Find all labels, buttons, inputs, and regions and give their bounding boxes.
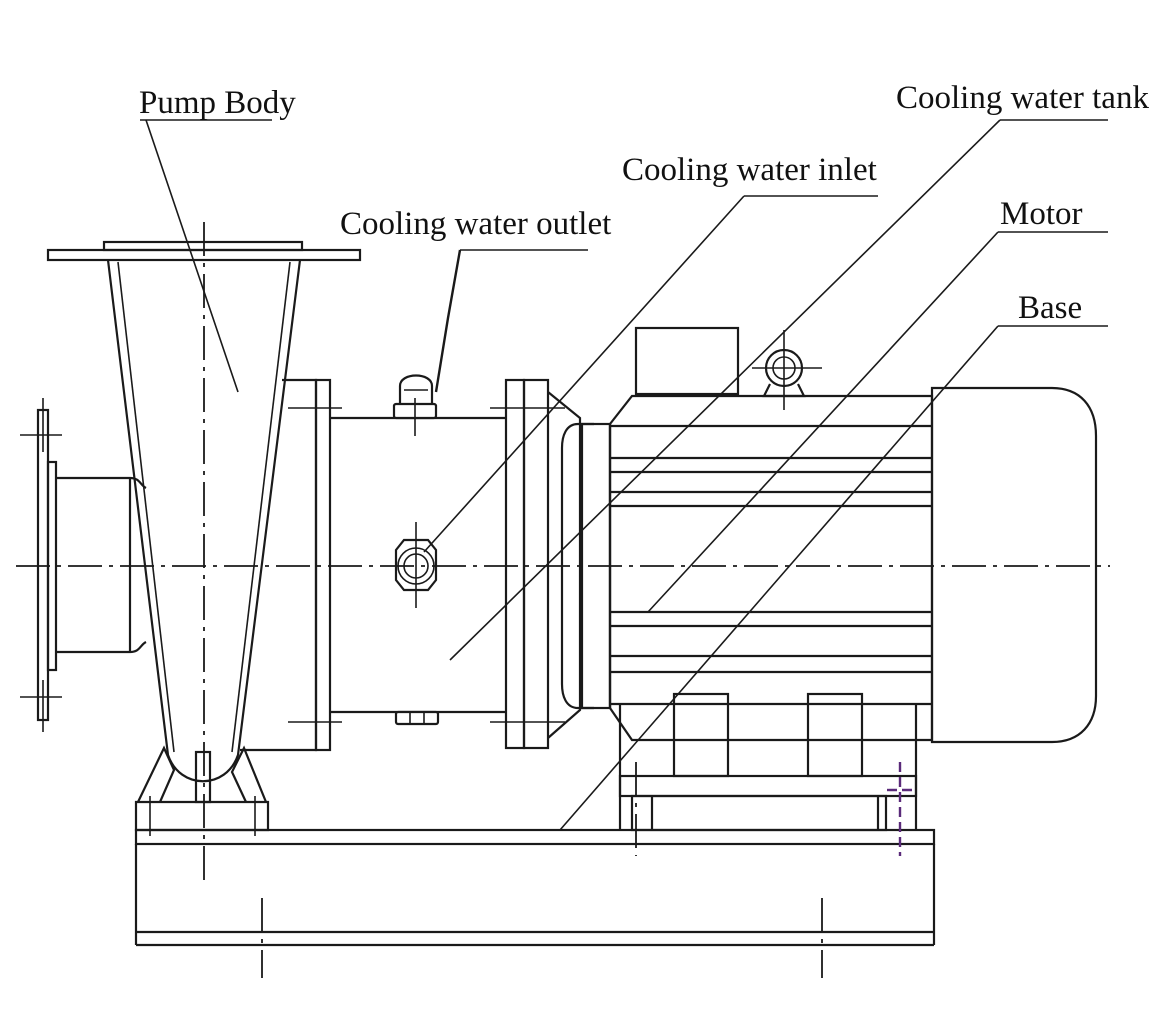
label-motor: Motor [1000, 196, 1083, 232]
label-cooling-water-outlet: Cooling water outlet [340, 206, 611, 242]
label-cooling-water-tank: Cooling water tank [896, 80, 1149, 116]
label-pump-body: Pump Body [139, 85, 296, 121]
leader-lines [140, 119, 1108, 831]
coupling-flange [490, 378, 612, 750]
base-frame [134, 828, 936, 978]
motor [608, 326, 1098, 744]
label-cooling-water-inlet: Cooling water inlet [622, 152, 877, 188]
pump-foot [134, 745, 270, 836]
pump-body [20, 222, 362, 884]
motor-support [618, 692, 918, 856]
label-base: Base [1018, 290, 1082, 326]
cooling-water-tank [330, 374, 506, 726]
